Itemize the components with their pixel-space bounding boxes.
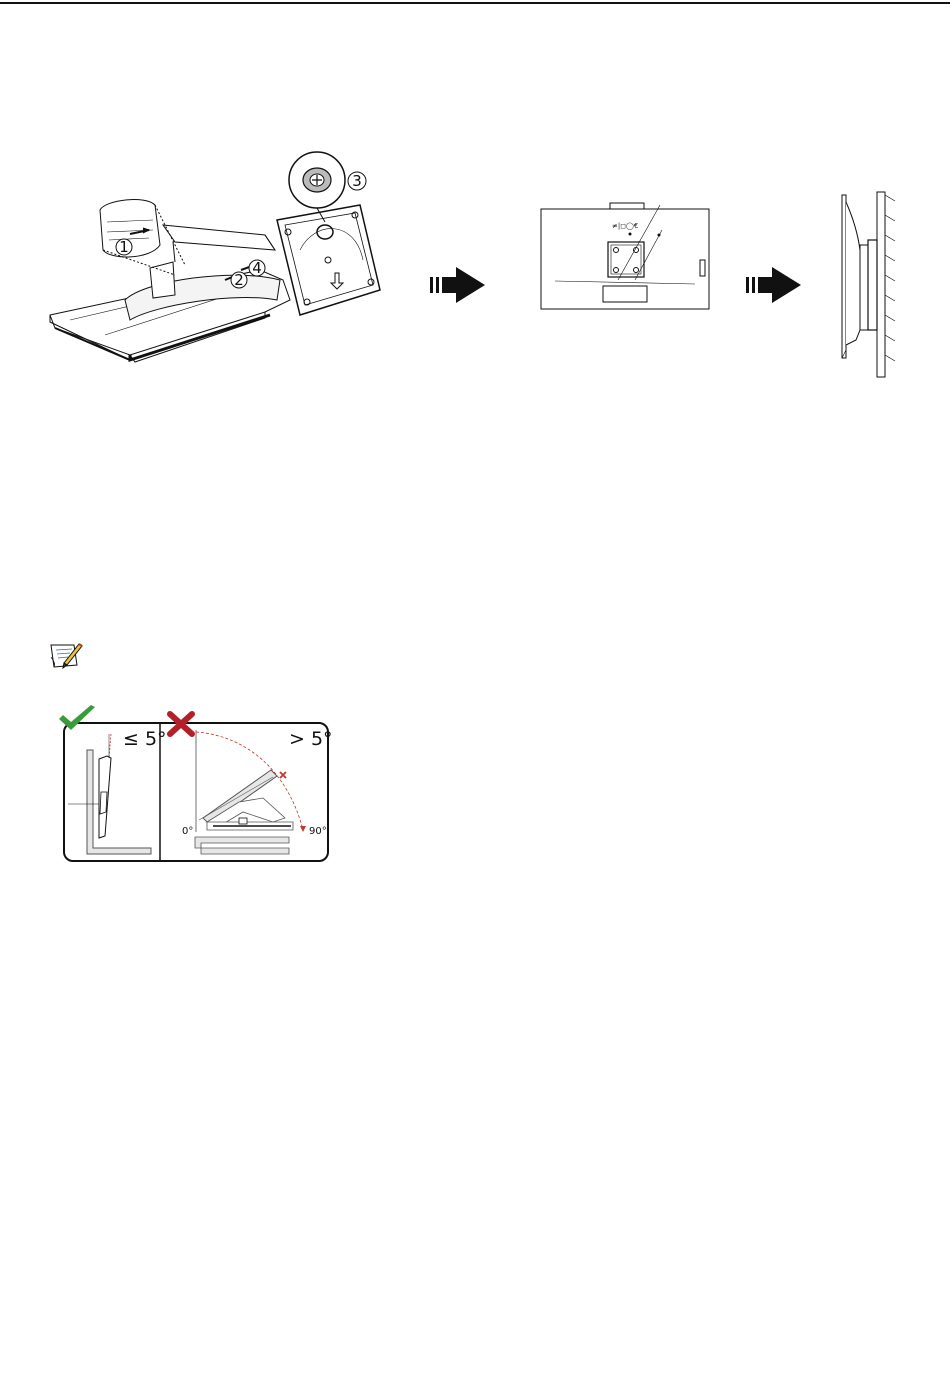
step-3-badge: 3 xyxy=(347,171,367,191)
svg-text:≠|◻◯€: ≠|◻◯€ xyxy=(612,222,638,230)
next-step-arrow-icon-2 xyxy=(746,265,802,305)
step-4-badge: 4 xyxy=(248,259,266,277)
next-step-arrow-icon xyxy=(430,265,486,305)
step-2-label: 2 xyxy=(234,271,244,289)
note-icon xyxy=(48,641,84,671)
top-rule xyxy=(0,2,950,4)
step-2-badge: 2 xyxy=(230,271,248,289)
allowed-check-icon xyxy=(57,704,97,734)
step-4-label: 4 xyxy=(252,259,262,277)
step-1-badge: 1 xyxy=(115,238,133,256)
not-allowed-cross-icon xyxy=(167,711,195,737)
step-1-label: 1 xyxy=(119,238,129,256)
stand-removal-illustration xyxy=(45,150,390,365)
angle-end-label: 90° xyxy=(309,826,327,837)
angle-start-label: 0° xyxy=(182,826,193,837)
allowed-tilt-label: ≤ 5° xyxy=(123,728,167,750)
not-allowed-tilt-label: > 5° xyxy=(289,728,333,750)
step-3-label: 3 xyxy=(351,172,363,190)
monitor-back-vesa-illustration: ≠|◻◯€ xyxy=(540,200,715,312)
wall-mounted-side-view xyxy=(838,190,898,380)
